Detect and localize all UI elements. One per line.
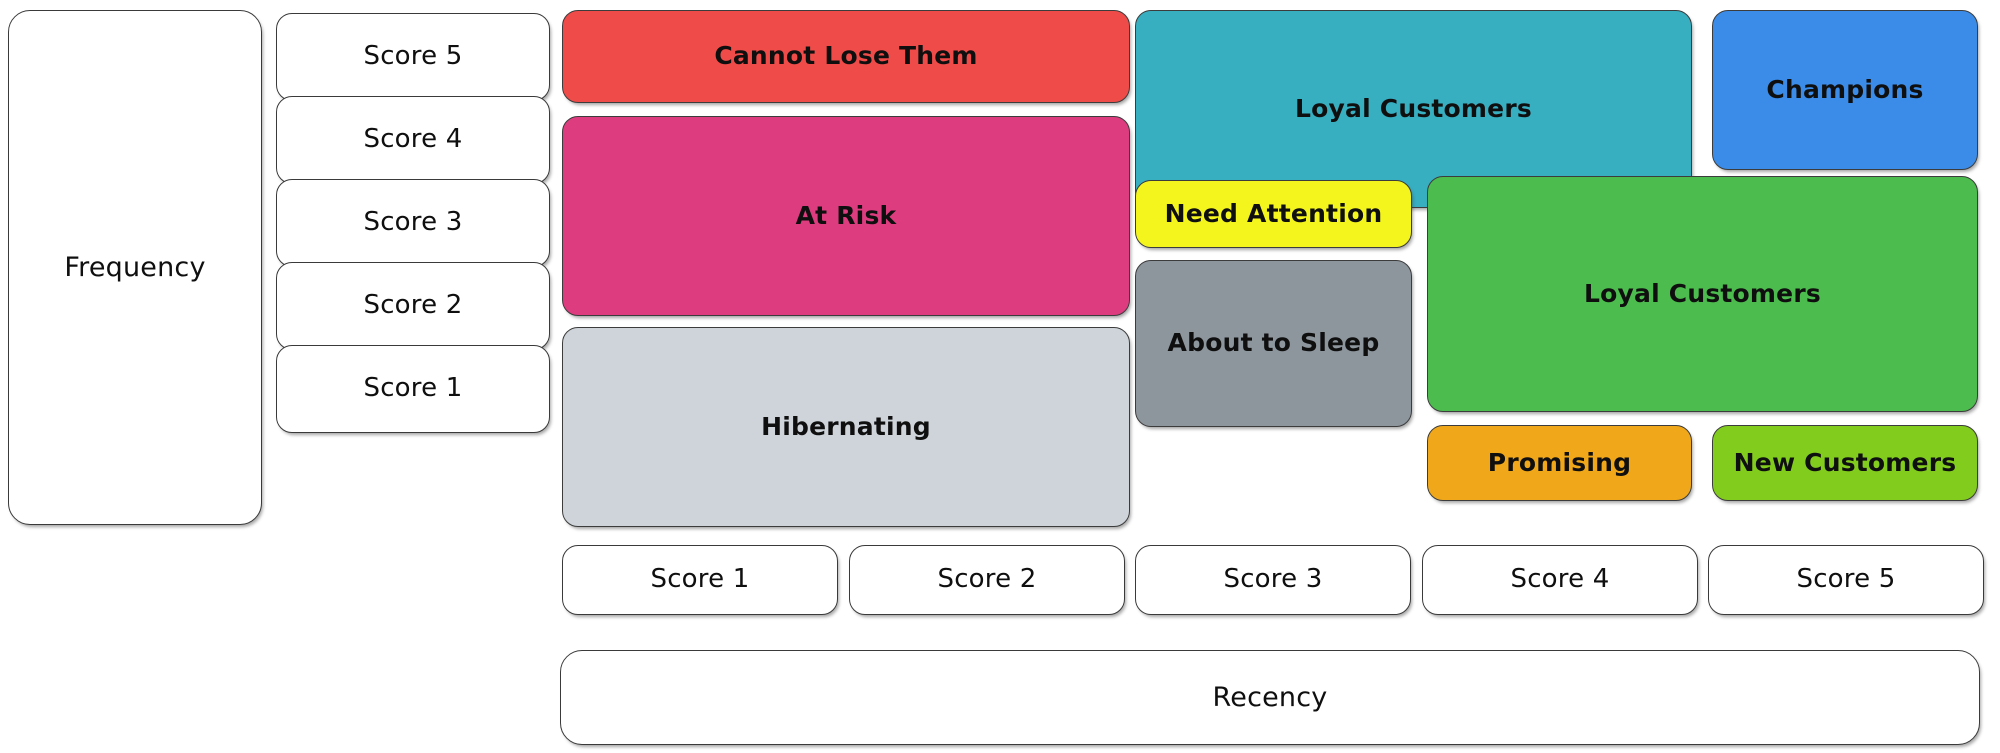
recency-axis-label: Recency: [560, 650, 1980, 745]
recency-score-2-label: Score 2: [937, 564, 1037, 595]
segment-loyal-customers-teal-label: Loyal Customers: [1295, 93, 1532, 123]
frequency-score-2-label: Score 2: [363, 290, 463, 321]
recency-score-3-label: Score 3: [1223, 564, 1323, 595]
segment-champions[interactable]: Champions: [1712, 10, 1978, 170]
recency-score-1-label: Score 1: [650, 564, 750, 595]
frequency-score-4: Score 4: [276, 96, 550, 184]
segment-new-customers-label: New Customers: [1733, 447, 1957, 477]
recency-score-4: Score 4: [1422, 545, 1698, 615]
segment-cannot-lose-them-label: Cannot Lose Them: [714, 41, 978, 71]
segment-at-risk-label: At Risk: [795, 200, 897, 230]
segment-hibernating[interactable]: Hibernating: [562, 327, 1130, 527]
frequency-score-1: Score 1: [276, 345, 550, 433]
segment-about-to-sleep-label: About to Sleep: [1167, 328, 1380, 358]
segment-new-customers[interactable]: New Customers: [1712, 425, 1978, 501]
frequency-score-3: Score 3: [276, 179, 550, 267]
frequency-score-4-label: Score 4: [363, 124, 463, 155]
segment-at-risk[interactable]: At Risk: [562, 116, 1130, 316]
frequency-score-5: Score 5: [276, 13, 550, 101]
segment-hibernating-label: Hibernating: [761, 411, 931, 441]
segment-loyal-customers-green-label: Loyal Customers: [1584, 278, 1821, 308]
recency-score-2: Score 2: [849, 545, 1125, 615]
segment-champions-label: Champions: [1766, 74, 1924, 104]
frequency-axis-text: Frequency: [64, 251, 206, 283]
recency-score-3: Score 3: [1135, 545, 1411, 615]
segment-need-attention-label: Need Attention: [1164, 198, 1383, 228]
recency-score-1: Score 1: [562, 545, 838, 615]
segment-need-attention[interactable]: Need Attention: [1135, 180, 1412, 248]
recency-axis-text: Recency: [1212, 681, 1328, 713]
segment-loyal-customers-green[interactable]: Loyal Customers: [1427, 176, 1978, 412]
segment-about-to-sleep[interactable]: About to Sleep: [1135, 260, 1412, 427]
segment-cannot-lose-them[interactable]: Cannot Lose Them: [562, 10, 1130, 103]
segment-loyal-customers-teal[interactable]: Loyal Customers: [1135, 10, 1692, 208]
segment-promising-label: Promising: [1487, 447, 1632, 477]
recency-score-5: Score 5: [1708, 545, 1984, 615]
frequency-axis-label: Frequency: [8, 10, 262, 525]
frequency-score-3-label: Score 3: [363, 207, 463, 238]
recency-score-4-label: Score 4: [1510, 564, 1610, 595]
frequency-score-5-label: Score 5: [363, 41, 463, 72]
frequency-score-2: Score 2: [276, 262, 550, 350]
frequency-score-1-label: Score 1: [363, 373, 463, 404]
recency-score-5-label: Score 5: [1796, 564, 1896, 595]
segment-promising[interactable]: Promising: [1427, 425, 1692, 501]
